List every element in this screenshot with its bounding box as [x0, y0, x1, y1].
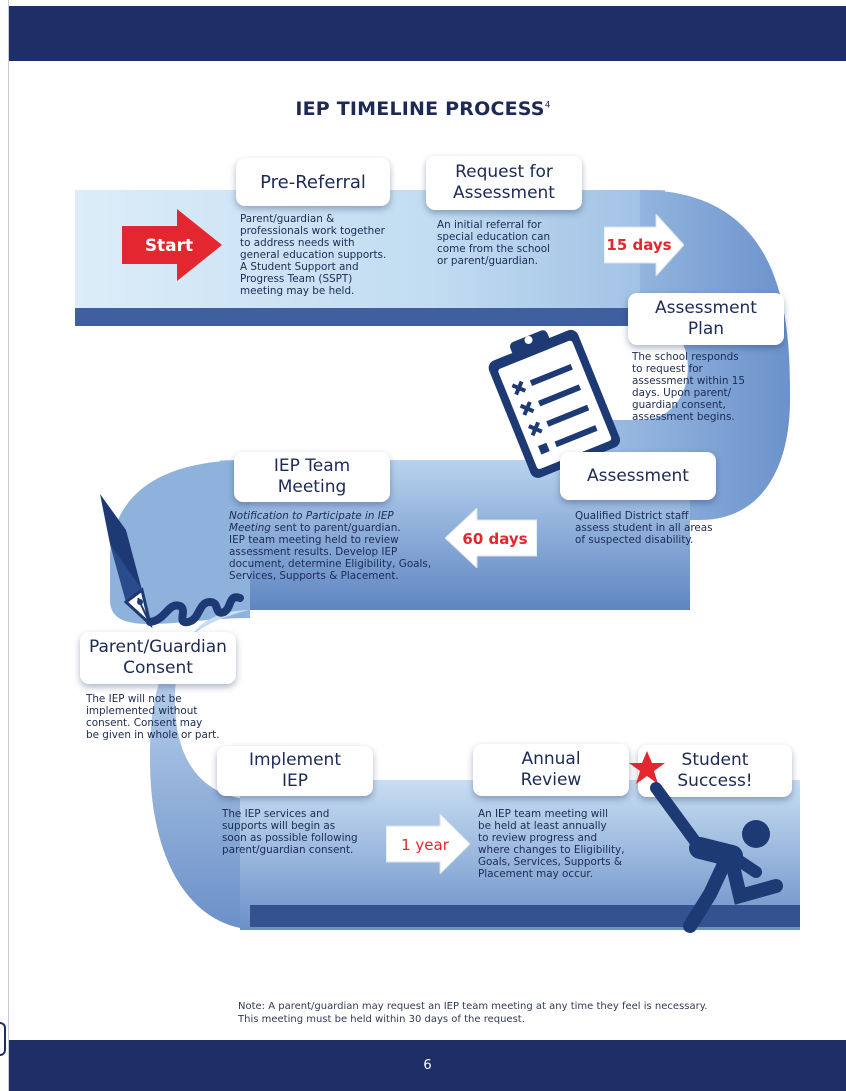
label-1-year: 1 year [401, 836, 449, 854]
desc-annual-review: An IEP team meeting will be held at leas… [478, 808, 625, 880]
page-number: 6 [423, 1058, 432, 1073]
student-celebrating-icon [650, 782, 783, 933]
footer-band: 6 [9, 1040, 846, 1091]
start-label: Start [144, 236, 194, 256]
footer-note: Note: A parent/guardian may request an I… [238, 1001, 708, 1025]
arrow-15-days-icon [604, 214, 684, 276]
arrow-1-year-icon [386, 814, 470, 874]
card-annual-review: Annual Review [473, 744, 629, 796]
desc-request-assessment: An initial referral for special educatio… [437, 219, 551, 267]
card-assessment-plan: Assessment Plan [628, 293, 784, 345]
start-arrow-icon [122, 209, 222, 281]
fountain-pen-icon [100, 494, 244, 629]
page-title: IEP TIMELINE PROCESS4 [295, 98, 551, 120]
page-frame [8, 0, 846, 1091]
card-pre-referral: Pre-Referral [236, 158, 390, 206]
label-60-days: 60 days [462, 530, 528, 548]
desc-implement-iep: The IEP services and supports will begin… [222, 808, 358, 856]
card-iep-team-meeting: IEP Team Meeting [234, 452, 390, 502]
card-request-assessment: Request for Assessment [426, 156, 582, 210]
arrow-60-days-icon [445, 508, 537, 568]
desc-iep-team-meeting: Notification to Participate in IEP Meeti… [229, 510, 432, 582]
footnote-marker: 4 [544, 100, 551, 111]
card-pre-referral-title: Pre-Referral [260, 171, 366, 193]
label-15-days: 15 days [606, 236, 672, 254]
header-band [9, 6, 846, 61]
star-icon [629, 751, 665, 784]
card-assessment: Assessment [560, 452, 716, 500]
clipboard-checklist-icon [488, 329, 621, 478]
desc-parent-guardian-consent: The IEP will not be implemented without … [86, 693, 220, 741]
page-edge-mark [0, 1022, 6, 1056]
card-parent-guardian-consent: Parent/Guardian Consent [80, 632, 236, 684]
card-implement-iep: Implement IEP [217, 746, 373, 796]
desc-pre-referral: Parent/guardian & professionals work tog… [240, 213, 387, 297]
desc-assessment: Qualified District staff assess student … [575, 510, 713, 546]
desc-assessment-plan: The school responds to request for asses… [632, 351, 745, 423]
